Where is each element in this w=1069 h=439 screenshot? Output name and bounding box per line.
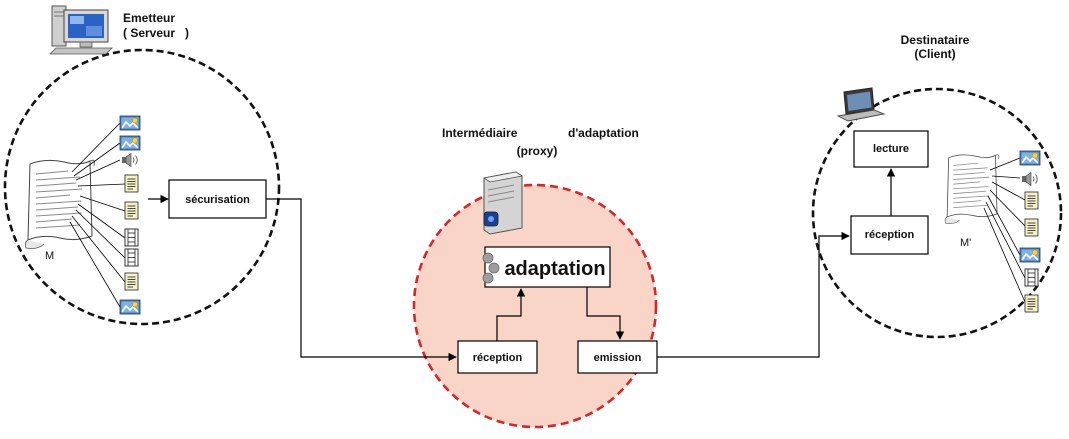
arrow-reception-to-adaptation — [496, 288, 526, 341]
proxy-reception-label: réception — [473, 352, 523, 364]
image-icon — [119, 115, 141, 131]
proxy-reception-box — [457, 340, 538, 374]
text-document-icon — [124, 201, 139, 220]
adaptation-label: adaptation — [504, 258, 605, 280]
securisation-label: sécurisation — [185, 194, 250, 206]
image-icon — [119, 299, 141, 315]
lecture-box — [853, 130, 929, 168]
text-document-icon — [1024, 218, 1039, 237]
client-reception-box — [850, 215, 929, 255]
proxy-title-line2: (proxy) — [517, 144, 558, 158]
speaker-icon — [1021, 172, 1038, 186]
image-icon — [119, 135, 141, 151]
video-icon — [124, 248, 139, 267]
sender-doc-label: M — [45, 250, 54, 262]
sender-title-line1: Emetteur — [123, 11, 175, 25]
arrow-adaptation-to-emission — [586, 287, 625, 340]
text-document-icon — [1024, 191, 1039, 210]
receiver-circle — [811, 87, 1063, 339]
sender-media-links — [69, 122, 126, 308]
emission-box — [577, 340, 658, 374]
adaptation-box — [484, 246, 611, 288]
lecture-label: lecture — [873, 143, 909, 155]
arrow-emission-to-client — [657, 231, 850, 358]
receiver-title-line1: Destinataire — [901, 33, 970, 47]
sender-circle — [3, 48, 281, 326]
text-document-icon — [124, 272, 139, 291]
image-icon — [1019, 150, 1041, 166]
emission-label: emission — [594, 352, 642, 364]
server-tower-icon — [482, 171, 524, 235]
arrow-securisation-to-reception — [266, 198, 457, 362]
desktop-computer-icon — [49, 5, 113, 55]
document-scroll-icon — [944, 154, 1000, 224]
sender-title-line2: ( Serveur ) — [123, 26, 189, 40]
proxy-title-part2: d'adaptation — [568, 126, 639, 140]
speaker-icon — [121, 153, 138, 167]
receiver-title-line2: (Client) — [914, 47, 955, 61]
image-icon — [1019, 247, 1041, 263]
proxy-title-part1: Intermédiaire — [442, 126, 518, 140]
video-icon — [1024, 268, 1039, 287]
video-icon — [124, 228, 139, 247]
document-scroll-icon — [24, 159, 95, 249]
gears-icon — [482, 252, 500, 284]
client-reception-label: réception — [865, 229, 915, 241]
text-document-icon — [124, 174, 139, 193]
receiver-media-links — [983, 157, 1026, 303]
securisation-box — [168, 179, 267, 219]
proxy-circle — [412, 183, 658, 429]
text-document-icon — [1024, 294, 1039, 313]
laptop-icon — [836, 87, 886, 122]
receiver-doc-label: M' — [960, 237, 971, 249]
